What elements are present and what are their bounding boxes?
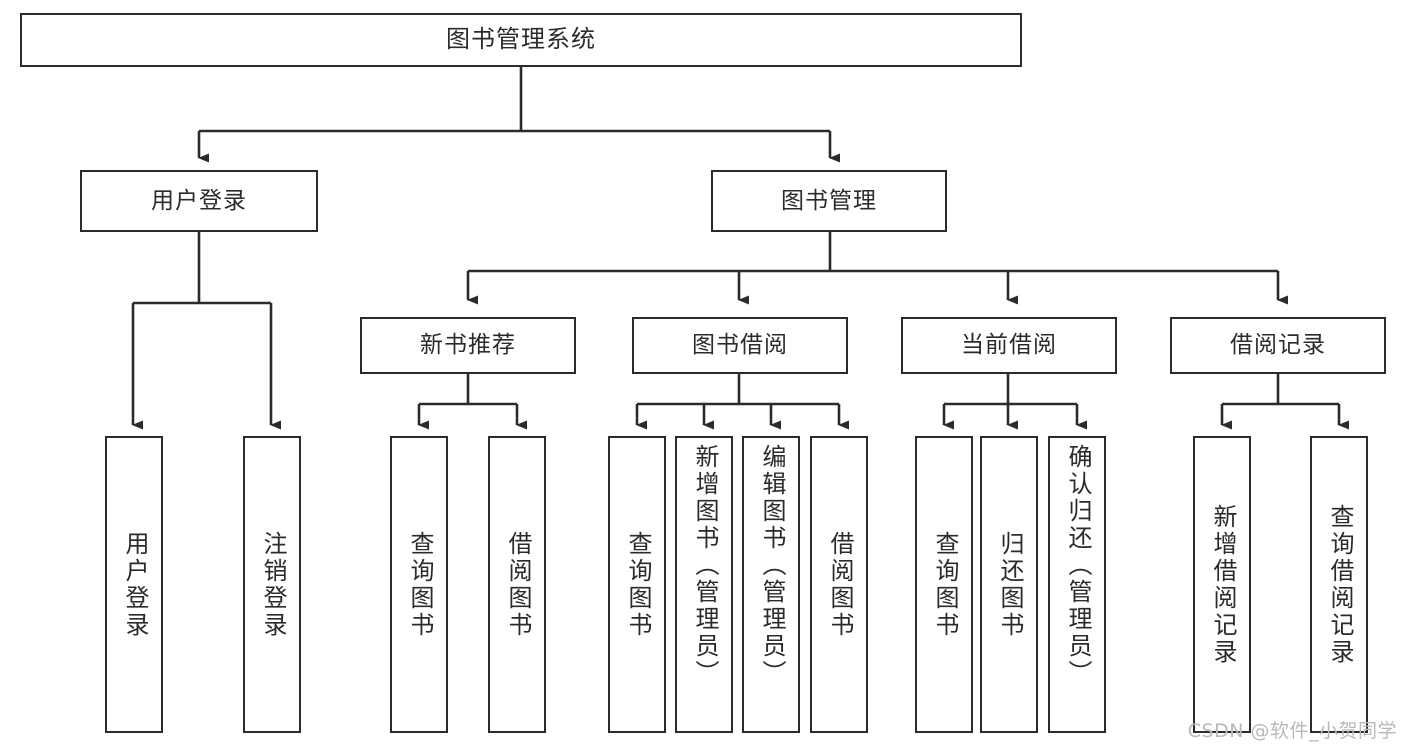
node-leaf-borrow-book-1[interactable]: 借阅图书 [488,436,546,733]
node-root-label: 图书管理系统 [446,25,596,54]
node-leaf-edit-book-label: 编辑图书（管理员） [757,444,786,687]
node-leaf-logout[interactable]: 注销登录 [243,436,301,733]
node-leaf-return-book[interactable]: 归还图书 [980,436,1038,733]
node-root[interactable]: 图书管理系统 [20,13,1022,67]
node-leaf-confirm-return-label: 确认归还（管理员） [1063,444,1092,687]
node-leaf-edit-book[interactable]: 编辑图书（管理员） [742,436,800,733]
node-leaf-user-login-label: 用户登录 [120,530,149,639]
node-leaf-logout-label: 注销登录 [258,530,287,639]
node-leaf-query-book-1[interactable]: 查询图书 [390,436,448,733]
node-leaf-query-book-3-label: 查询图书 [930,530,959,639]
node-new-book-recommend-label: 新书推荐 [420,332,516,359]
node-leaf-query-book-1-label: 查询图书 [405,530,434,639]
node-leaf-borrow-book-1-label: 借阅图书 [503,530,532,639]
node-borrow-record-label: 借阅记录 [1230,332,1326,359]
node-leaf-add-book-label: 新增图书（管理员） [690,444,719,687]
node-book-borrow[interactable]: 图书借阅 [632,317,848,374]
node-user-login-label: 用户登录 [151,187,247,214]
node-leaf-query-book-2[interactable]: 查询图书 [608,436,666,733]
node-leaf-user-login[interactable]: 用户登录 [105,436,163,733]
node-new-book-recommend[interactable]: 新书推荐 [360,317,576,374]
node-leaf-borrow-book-2[interactable]: 借阅图书 [810,436,868,733]
node-leaf-query-record-label: 查询借阅记录 [1325,503,1354,666]
node-leaf-query-book-2-label: 查询图书 [623,530,652,639]
node-leaf-query-book-3[interactable]: 查询图书 [915,436,973,733]
node-leaf-confirm-return[interactable]: 确认归还（管理员） [1048,436,1106,733]
node-leaf-add-record-label: 新增借阅记录 [1208,503,1237,666]
node-user-login[interactable]: 用户登录 [80,170,318,232]
node-borrow-record[interactable]: 借阅记录 [1170,317,1386,374]
watermark: CSDN @软件_小贺同学 [1187,720,1397,742]
node-current-borrow[interactable]: 当前借阅 [901,317,1117,374]
node-leaf-query-record[interactable]: 查询借阅记录 [1310,436,1368,733]
node-leaf-add-record[interactable]: 新增借阅记录 [1193,436,1251,733]
node-book-borrow-label: 图书借阅 [692,332,788,359]
node-book-manage[interactable]: 图书管理 [711,170,947,232]
node-leaf-return-book-label: 归还图书 [995,530,1024,639]
node-leaf-add-book[interactable]: 新增图书（管理员） [675,436,733,733]
node-leaf-borrow-book-2-label: 借阅图书 [825,530,854,639]
node-book-manage-label: 图书管理 [781,187,877,214]
node-current-borrow-label: 当前借阅 [961,332,1057,359]
